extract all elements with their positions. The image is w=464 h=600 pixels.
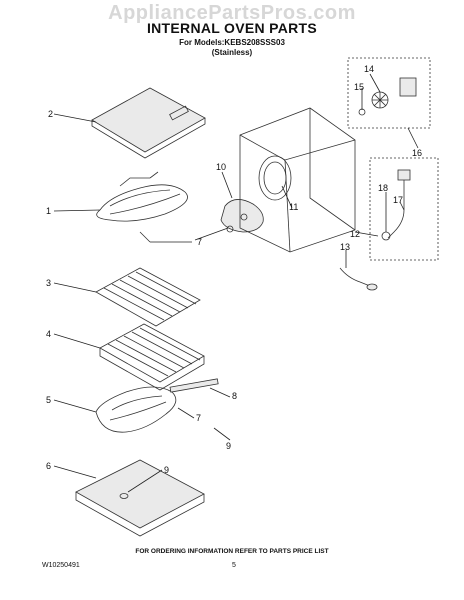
- callout-2: 2: [48, 109, 53, 119]
- part-4-rack-rollers: [99, 323, 205, 391]
- callout-7: 7: [197, 237, 202, 247]
- part-1-broil-element: [96, 171, 188, 243]
- document-number: W10250491: [42, 562, 80, 569]
- callout-8: 8: [232, 391, 237, 401]
- page-title: INTERNAL OVEN PARTS: [146, 20, 318, 36]
- callout-13: 13: [340, 242, 350, 252]
- part-3-rack: [95, 267, 201, 327]
- callout-11: 11: [289, 202, 298, 212]
- wiring-parts-box: [369, 157, 439, 261]
- leader-lines: [53, 73, 419, 493]
- watermark: AppliancePartsPros.com: [108, 2, 356, 24]
- callout-10: 10: [216, 162, 226, 172]
- ordering-note: FOR ORDERING INFORMATION REFER TO PARTS …: [135, 548, 329, 555]
- part-2-top-panel: [91, 87, 206, 159]
- page-number: 5: [232, 562, 236, 569]
- page-subtitle: For Models:KEBS208SSS03 (Stainless): [0, 38, 464, 58]
- oven-cavity: [239, 107, 356, 253]
- callout-9: 9: [226, 441, 231, 451]
- callout-5: 5: [46, 395, 51, 405]
- callout-16: 16: [412, 148, 422, 158]
- models-line: For Models:KEBS208SSS03: [179, 38, 285, 47]
- callout-7-lower: 7: [196, 413, 201, 423]
- part-10-fan-blade: [220, 199, 264, 233]
- callout-numbers: 2 1 7 10 11 12 13 14 15 16 17 18 3 4 5 8…: [46, 64, 422, 475]
- part-6-bottom-tray: [75, 459, 205, 537]
- callout-4: 4: [46, 329, 51, 339]
- finish-line: (Stainless): [211, 48, 253, 57]
- callout-17: 17: [393, 195, 403, 205]
- callout-1: 1: [46, 206, 51, 216]
- part-13-sensor: [339, 267, 378, 291]
- callout-18: 18: [378, 183, 388, 193]
- callout-12: 12: [350, 229, 360, 239]
- motor-parts-box: [347, 57, 431, 129]
- part-5-bake-element: [95, 378, 219, 433]
- callout-14: 14: [364, 64, 374, 74]
- callout-15: 15: [354, 82, 364, 92]
- callout-6: 6: [46, 461, 51, 471]
- callout-3: 3: [46, 278, 51, 288]
- callout-9-lower: 9: [164, 465, 169, 475]
